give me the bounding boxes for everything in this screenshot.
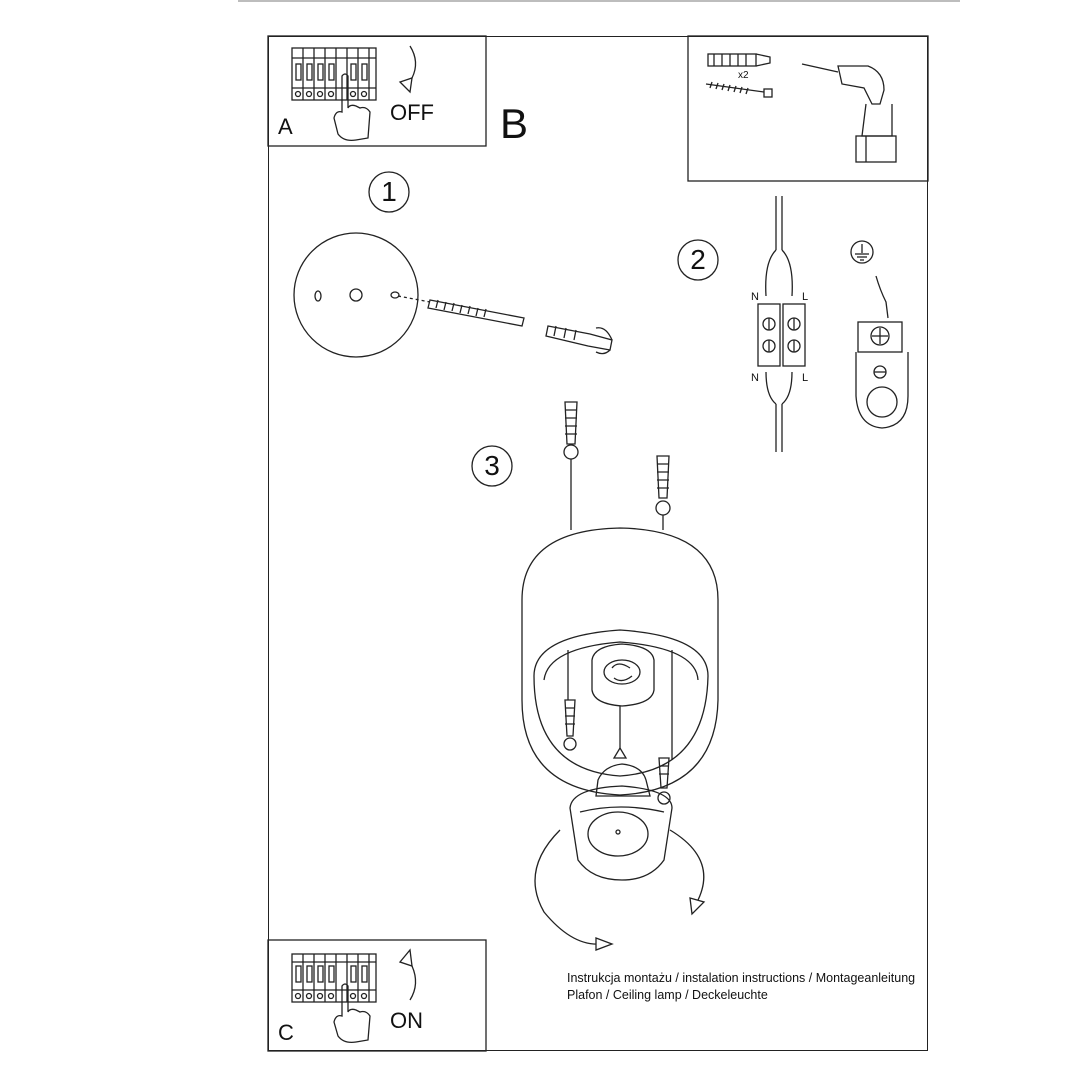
wire-label-l-bottom: L [802, 372, 809, 384]
panel-c-letter: C [278, 1020, 294, 1045]
tools-box [687, 35, 929, 182]
ceiling-screw-right-icon [655, 455, 671, 530]
panel-a-letter: A [278, 114, 293, 139]
panel-a-box [267, 35, 487, 147]
top-rule [238, 0, 960, 2]
bulb-icon [569, 763, 673, 881]
wire-label-n-top: N [751, 291, 759, 303]
wire-label-l-top: L [802, 291, 809, 303]
socket-icon [591, 643, 655, 707]
panel-a-action: OFF [390, 100, 434, 125]
ground-terminal-icon [850, 240, 909, 429]
panel-b-letter: B [500, 100, 529, 147]
breaker-panel-off-icon [291, 47, 377, 101]
ceiling-screw-left-icon [563, 401, 579, 530]
plug-quantity: x2 [738, 70, 749, 81]
hand-icon [333, 73, 371, 142]
rotation-arrow-left [534, 829, 601, 945]
caption-title: Instrukcja montażu / instalation instruc… [567, 971, 916, 985]
drill-icon [801, 63, 897, 163]
inner-screw-right-icon [657, 757, 671, 805]
wall-plug-icon [707, 53, 771, 67]
screw-and-plug-icon [427, 299, 613, 355]
rotation-arrow-right [669, 829, 705, 905]
step-3-circle [471, 445, 513, 487]
instruction-frame [268, 36, 928, 1051]
lamp-body [521, 527, 719, 796]
step-2-circle [677, 239, 719, 281]
step-3-number: 3 [484, 450, 500, 481]
caption-subtitle: Plafon / Ceiling lamp / Deckeleuchte [567, 988, 768, 1002]
terminal-block [757, 196, 806, 452]
step-1-circle [368, 171, 410, 213]
inner-screw-left-icon [563, 699, 577, 751]
breaker-panel-on-icon [291, 953, 377, 1003]
screw-icon [705, 81, 773, 98]
wire-label-n-bottom: N [751, 372, 759, 384]
step-1-number: 1 [381, 176, 397, 207]
panel-c-action: ON [390, 1008, 423, 1033]
step-2-number: 2 [690, 244, 706, 275]
panel-c-box [267, 939, 487, 1052]
mounting-plate [293, 232, 419, 358]
hand-icon-c [333, 983, 371, 1044]
